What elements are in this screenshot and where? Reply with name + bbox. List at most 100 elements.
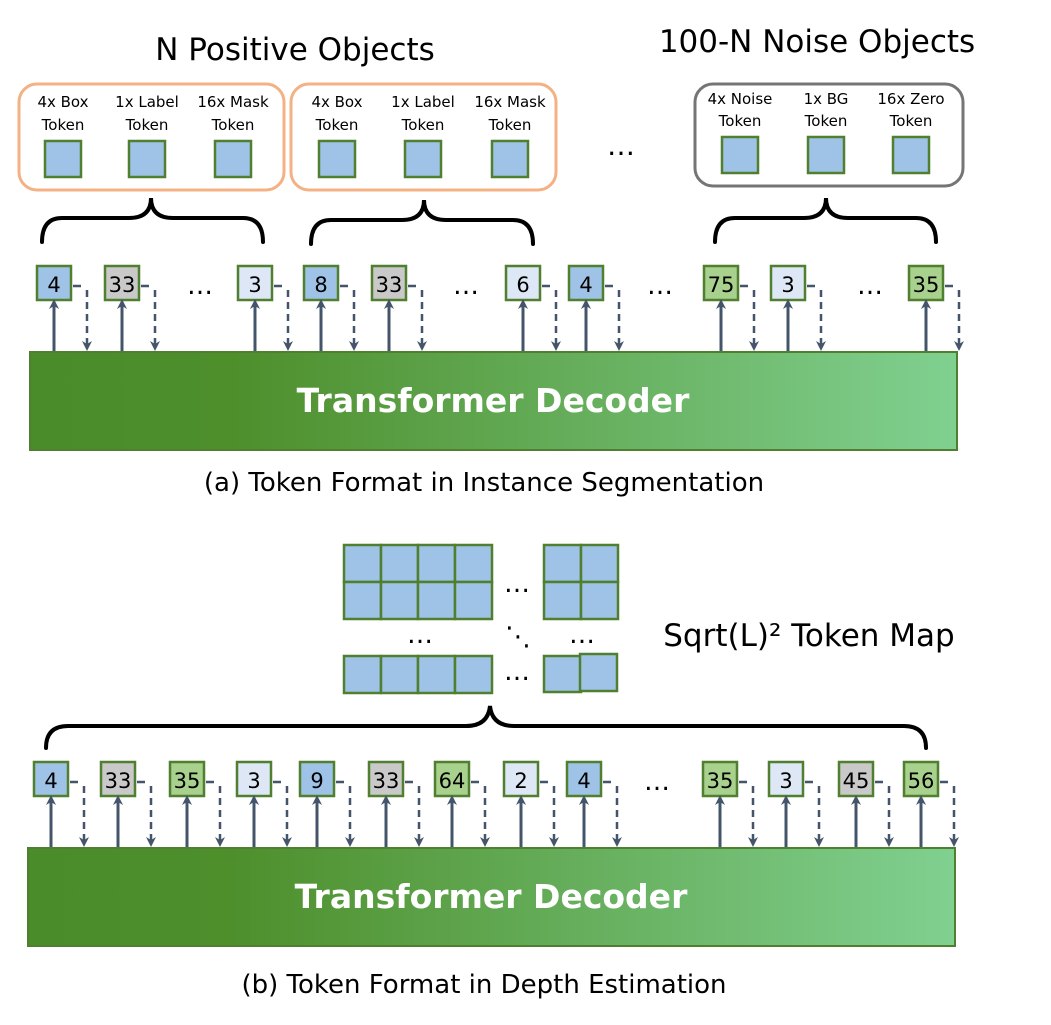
sequence-ellipsis: … xyxy=(647,271,673,301)
sequence-token: 33 xyxy=(367,760,424,848)
sequence-token: 35 xyxy=(168,760,225,848)
sequence-b: 4 33 35 3 9 33 64 2 4 … 35 3 45 56 xyxy=(32,760,959,848)
token-value: 3 xyxy=(248,273,261,297)
token-box xyxy=(567,264,605,302)
sequence-token: 3 xyxy=(767,760,824,848)
braces-a xyxy=(40,197,938,246)
token-map-cell xyxy=(453,654,494,695)
token-map-ellipsis: … xyxy=(504,569,530,599)
token-value: 33 xyxy=(376,273,403,297)
sequence-token: 6 xyxy=(504,264,561,352)
token-box xyxy=(35,264,73,302)
token-map-diagonal-ellipsis: ⋱ xyxy=(505,622,531,652)
token-map-cell xyxy=(542,543,583,584)
token-map-cell xyxy=(453,543,494,584)
decoder-label-b: Transformer Decoder xyxy=(295,877,688,916)
token-map-cell xyxy=(342,654,383,695)
sequence-token: 9 xyxy=(298,760,355,848)
noise-objects-heading: 100-N Noise Objects xyxy=(659,24,975,60)
token-value: 64 xyxy=(439,769,466,793)
token-box xyxy=(99,760,137,798)
token-value: 3 xyxy=(781,273,794,297)
token-box xyxy=(103,264,141,302)
token-value: 33 xyxy=(109,273,136,297)
token-box xyxy=(302,264,340,302)
token-map-cell xyxy=(453,580,494,621)
token-map: … … … … ⋱ xyxy=(342,543,620,695)
caption-b: (b) Token Format in Depth Estimation xyxy=(241,970,726,1000)
sequence-token: 33 xyxy=(103,264,160,352)
token-value: 3 xyxy=(779,769,792,793)
sequence-token: 4 xyxy=(35,264,92,352)
positive-group-2-frame xyxy=(289,82,558,192)
token-map-cell xyxy=(379,543,420,584)
token-map-ellipsis: … xyxy=(407,620,433,650)
token-type-box xyxy=(490,139,530,179)
token-value: 33 xyxy=(105,769,132,793)
caption-a: (a) Token Format in Instance Segmentatio… xyxy=(204,468,764,498)
token-value: 3 xyxy=(247,769,260,793)
token-value: 4 xyxy=(44,769,57,793)
token-value: 2 xyxy=(514,769,527,793)
token-value: 8 xyxy=(314,273,327,297)
token-value: 75 xyxy=(708,273,735,297)
transformer-decoder-b xyxy=(27,847,956,947)
sequence-token: 3 xyxy=(235,760,292,848)
token-map-cell xyxy=(379,580,420,621)
sequence-token: 2 xyxy=(502,760,559,848)
decoder-label-a: Transformer Decoder xyxy=(297,381,690,420)
sequence-token: 3 xyxy=(236,264,293,352)
token-map-cell xyxy=(342,543,383,584)
brace-positive-1 xyxy=(40,197,265,244)
token-map-cell xyxy=(342,580,383,621)
token-box xyxy=(769,264,807,302)
token-value: 9 xyxy=(310,769,323,793)
token-value: 4 xyxy=(579,273,592,297)
sequence-ellipsis: … xyxy=(857,271,883,301)
brace-b xyxy=(44,705,928,750)
token-map-cell xyxy=(542,580,583,621)
token-box xyxy=(504,264,542,302)
token-map-cell xyxy=(579,580,620,621)
sequence-token: 3 xyxy=(769,264,826,352)
token-type-box xyxy=(720,135,760,175)
sequence-token: 45 xyxy=(837,760,894,848)
token-value: 35 xyxy=(174,769,201,793)
sequence-token: 35 xyxy=(907,264,964,352)
token-type-box xyxy=(317,139,357,179)
token-map-cell xyxy=(416,654,457,695)
sequence-token: 4 xyxy=(565,760,622,848)
sequence-ellipsis: … xyxy=(644,767,670,797)
token-map-ellipsis: … xyxy=(569,620,595,650)
token-type-box xyxy=(403,139,443,179)
token-value: 56 xyxy=(908,769,935,793)
token-value: 35 xyxy=(707,769,734,793)
sequence-token: 33 xyxy=(370,264,427,352)
token-type-box xyxy=(43,139,83,179)
token-box xyxy=(168,760,206,798)
sequence-ellipsis: … xyxy=(187,271,213,301)
token-map-ellipsis: … xyxy=(504,657,530,687)
sequence-ellipsis: … xyxy=(453,271,479,301)
brace-positive-2 xyxy=(309,199,535,246)
token-map-cell xyxy=(579,543,620,584)
sequence-token: 75 xyxy=(702,264,759,352)
token-map-cell xyxy=(542,654,583,694)
token-type-box xyxy=(806,135,846,175)
sequence-token: 4 xyxy=(567,264,624,352)
token-type-box xyxy=(891,135,931,175)
